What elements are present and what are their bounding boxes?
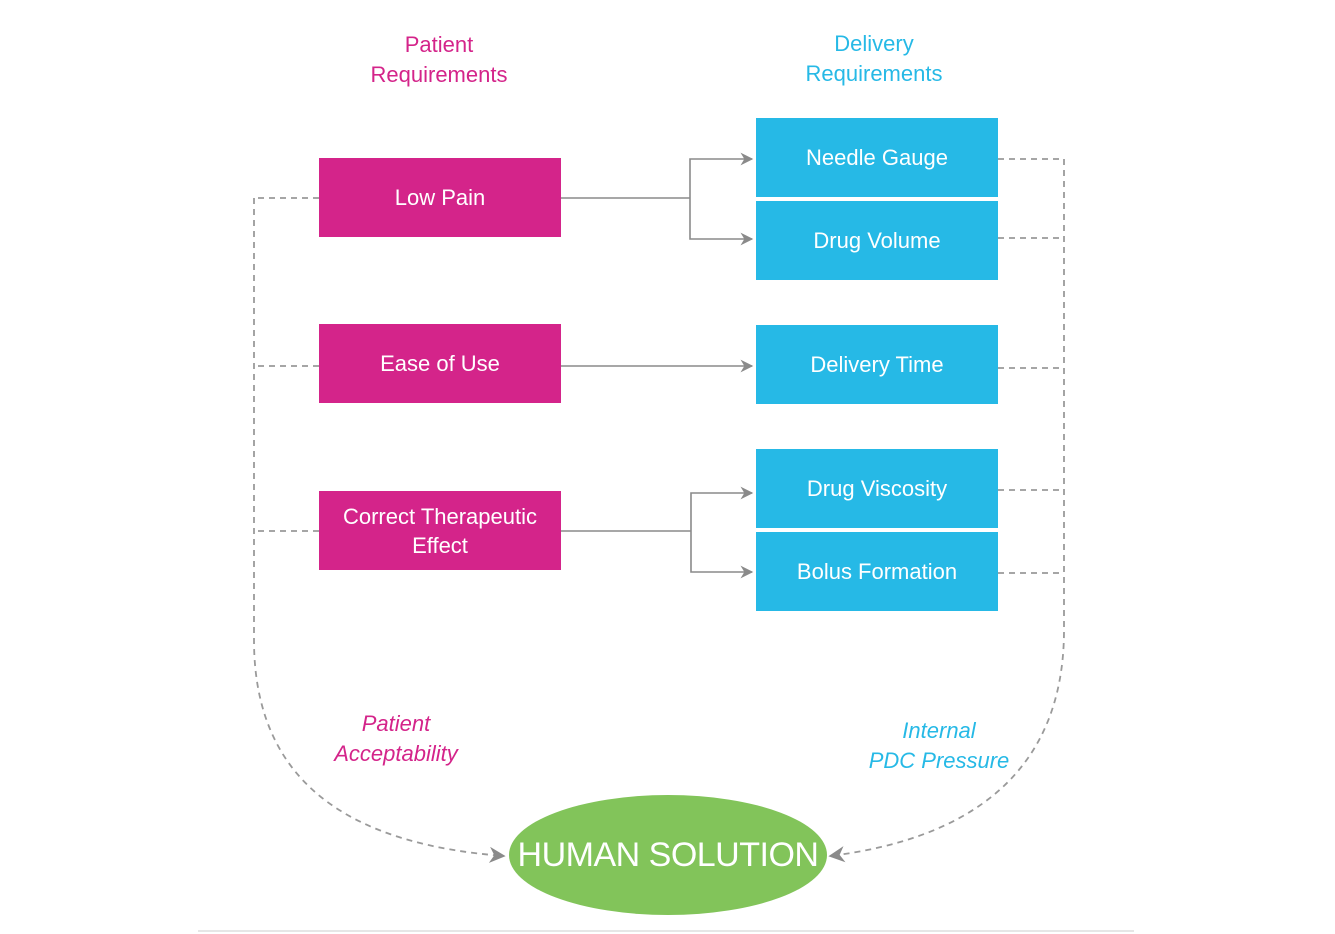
- patient-heading-line-2: Requirements: [370, 62, 508, 87]
- delivery-box-bolus-formation: Bolus Formation: [756, 532, 998, 611]
- internal-pressure-pathway: [828, 158, 1065, 863]
- internal-pdc-pressure-line-2: PDC Pressure: [868, 748, 1010, 773]
- patient-requirements-heading: Patient Requirements: [329, 30, 549, 90]
- delivery-box-delivery-time: Delivery Time: [756, 325, 998, 404]
- patient-acceptability-line-2: Acceptability: [334, 741, 458, 766]
- patient-box-ease-of-use: Ease of Use: [319, 324, 561, 403]
- delivery-box-label: Bolus Formation: [796, 559, 958, 584]
- delivery-heading-line-2: Requirements: [805, 61, 943, 86]
- connector-to-drug-volume: [689, 198, 754, 246]
- internal-pdc-pressure-line-1: Internal: [902, 718, 976, 743]
- patient-box-label-line-1: Correct Therapeutic: [342, 503, 537, 529]
- delivery-box-label: Drug Viscosity: [806, 476, 948, 501]
- human-solution-ellipse: HUMAN SOLUTION: [509, 795, 827, 915]
- solid-connectors: [561, 152, 754, 579]
- delivery-box-drug-volume: Drug Volume: [756, 201, 998, 280]
- delivery-box-drug-viscosity: Drug Viscosity: [756, 449, 998, 528]
- patient-acceptability-line-1: Patient: [361, 711, 431, 736]
- internal-pdc-pressure-label: Internal PDC Pressure: [829, 716, 1049, 776]
- connector-to-bolus-formation: [690, 531, 754, 579]
- connector-to-drug-viscosity: [690, 486, 754, 531]
- delivery-box-label: Delivery Time: [810, 352, 944, 377]
- patient-box-correct-therapeutic-effect: Correct Therapeutic Effect: [319, 491, 561, 570]
- human-solution-label: HUMAN SOLUTION: [517, 835, 819, 874]
- delivery-heading-line-1: Delivery: [834, 31, 914, 56]
- connector-to-needle-gauge: [689, 152, 754, 198]
- bottom-divider: [198, 930, 1134, 932]
- patient-acceptability-label: Patient Acceptability: [286, 709, 506, 769]
- patient-box-label: Low Pain: [394, 185, 486, 210]
- patient-box-label-line-2: Effect: [412, 532, 468, 558]
- delivery-requirements-heading: Delivery Requirements: [764, 29, 984, 89]
- delivery-box-label: Needle Gauge: [806, 145, 948, 170]
- patient-box-low-pain: Low Pain: [319, 158, 561, 237]
- delivery-box-label: Drug Volume: [813, 228, 941, 253]
- dash-curve-right: [828, 159, 1065, 863]
- patient-box-label: Ease of Use: [380, 351, 500, 376]
- patient-heading-line-1: Patient: [404, 32, 474, 57]
- delivery-box-needle-gauge: Needle Gauge: [756, 118, 998, 197]
